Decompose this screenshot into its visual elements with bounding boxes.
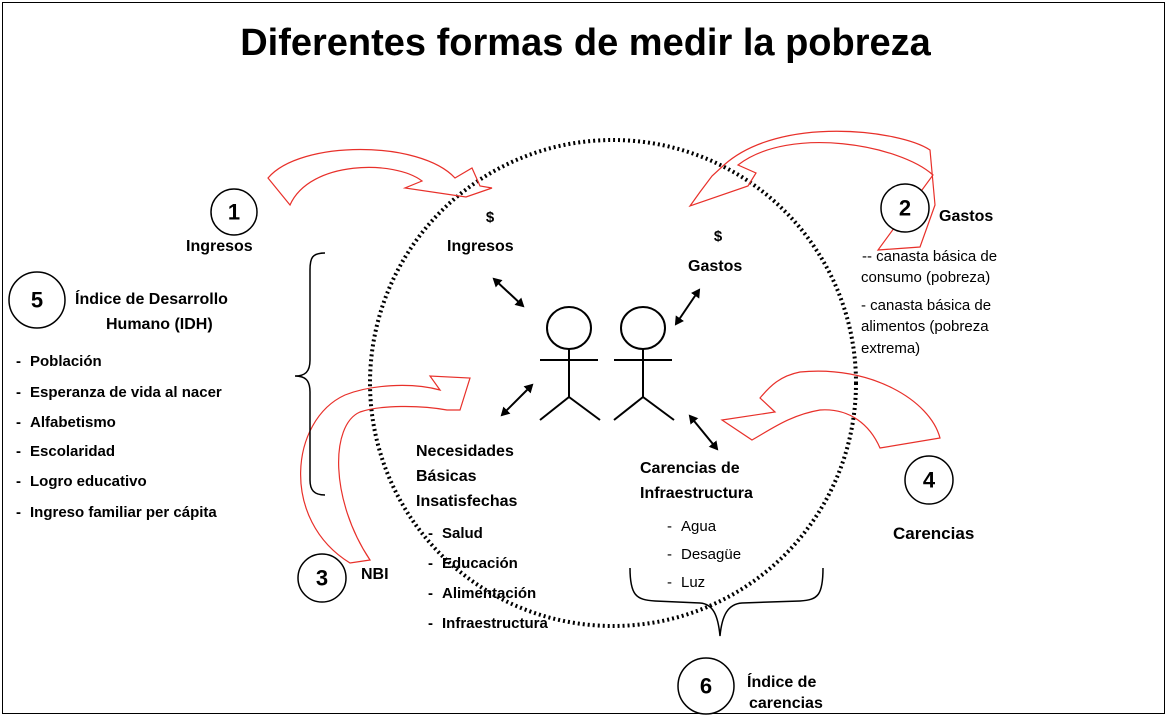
carencias-item: Desagüe <box>681 546 742 563</box>
person-icon <box>539 306 601 421</box>
number-badge-3 <box>297 553 347 603</box>
brace-icon <box>294 252 326 496</box>
nbi-item: Salud <box>442 525 483 542</box>
list-item: -Escolaridad <box>16 443 116 460</box>
label-idh-line1: Índice de Desarrollo <box>75 291 228 308</box>
nbi-item: Educación <box>442 555 518 572</box>
diagram-title: Diferentes formas de medir la pobreza <box>240 22 931 64</box>
list-item: -Desagüe <box>667 546 742 563</box>
list-item: -Luz <box>667 574 706 591</box>
label-ingresos-outer: Ingresos <box>186 238 253 255</box>
number-badge-5 <box>8 271 66 329</box>
idh-item: Alfabetismo <box>30 414 116 431</box>
inner-nbi-line3: Insatisfechas <box>416 493 518 510</box>
nbi-item: Alimentación <box>442 585 537 602</box>
inner-nbi-line1: Necesidades <box>416 443 514 460</box>
label-nbi-outer: NBI <box>361 566 389 583</box>
dollar-gastos: $ <box>713 228 723 245</box>
label-idh-line2: Humano (IDH) <box>106 316 213 333</box>
curved-arrow-icon <box>720 370 941 449</box>
double-arrow-icon <box>492 277 525 308</box>
number-5: 5 <box>31 288 43 313</box>
number-badge-6 <box>677 657 735 715</box>
double-arrow-icon <box>674 288 701 326</box>
carencias-item: Agua <box>681 518 717 535</box>
number-1: 1 <box>228 200 240 225</box>
person-icon <box>613 306 675 421</box>
idh-item: Población <box>30 353 102 370</box>
number-6: 6 <box>700 674 712 699</box>
number-badge-4 <box>904 455 954 505</box>
list-item: -Población <box>16 353 102 370</box>
inner-nbi-line2: Básicas <box>416 468 477 485</box>
central-dotted-circle <box>368 138 858 628</box>
inner-carencias-line2: Infraestructura <box>640 485 753 502</box>
inner-carencias-line1: Carencias de <box>640 460 740 477</box>
inner-label-gastos: Gastos <box>688 258 743 275</box>
gastos-line-1: -- canasta básica de <box>862 248 998 265</box>
double-arrow-icon <box>688 414 719 451</box>
label-carencias-outer: Carencias <box>893 524 975 543</box>
number-badge-1 <box>210 188 258 236</box>
list-item: -Agua <box>667 518 717 535</box>
gastos-line-2: consumo (pobreza) <box>861 269 991 286</box>
idh-item: Ingreso familiar per cápita <box>30 504 217 521</box>
idh-item: Escolaridad <box>30 443 116 460</box>
label-indice-carencias-line1: Índice de <box>747 674 817 691</box>
dollar-ingresos: $ <box>485 209 495 226</box>
number-badge-2 <box>880 183 930 233</box>
list-item: -Educación <box>428 555 518 572</box>
curved-arrow-icon <box>300 375 471 564</box>
gastos-line-4: alimentos (pobreza <box>861 318 989 335</box>
double-arrow-icon <box>500 383 534 417</box>
label-gastos-outer: Gastos <box>939 208 994 225</box>
list-item: -Ingreso familiar per cápita <box>16 504 217 521</box>
list-item: -Logro educativo <box>16 473 147 490</box>
list-item: -Esperanza de vida al nacer <box>16 384 222 401</box>
gastos-line-5: extrema) <box>861 340 921 357</box>
number-3: 3 <box>316 566 328 591</box>
list-item: -Alfabetismo <box>16 414 116 431</box>
curved-arrow-icon <box>688 130 936 251</box>
brace-icon <box>629 567 824 637</box>
gastos-line-3: - canasta básica de <box>861 297 992 314</box>
number-2: 2 <box>899 196 911 221</box>
list-item: -Salud <box>428 525 483 542</box>
label-indice-carencias-line2: carencias <box>749 695 823 712</box>
idh-item: Esperanza de vida al nacer <box>30 384 222 401</box>
list-item: -Alimentación <box>428 585 537 602</box>
number-4: 4 <box>923 468 936 493</box>
curved-arrow-icon <box>267 149 493 207</box>
idh-item: Logro educativo <box>30 473 147 490</box>
carencias-item: Luz <box>681 574 706 591</box>
inner-label-ingresos: Ingresos <box>447 238 514 255</box>
nbi-item: Infraestructura <box>442 615 548 632</box>
list-item: -Infraestructura <box>428 615 548 632</box>
